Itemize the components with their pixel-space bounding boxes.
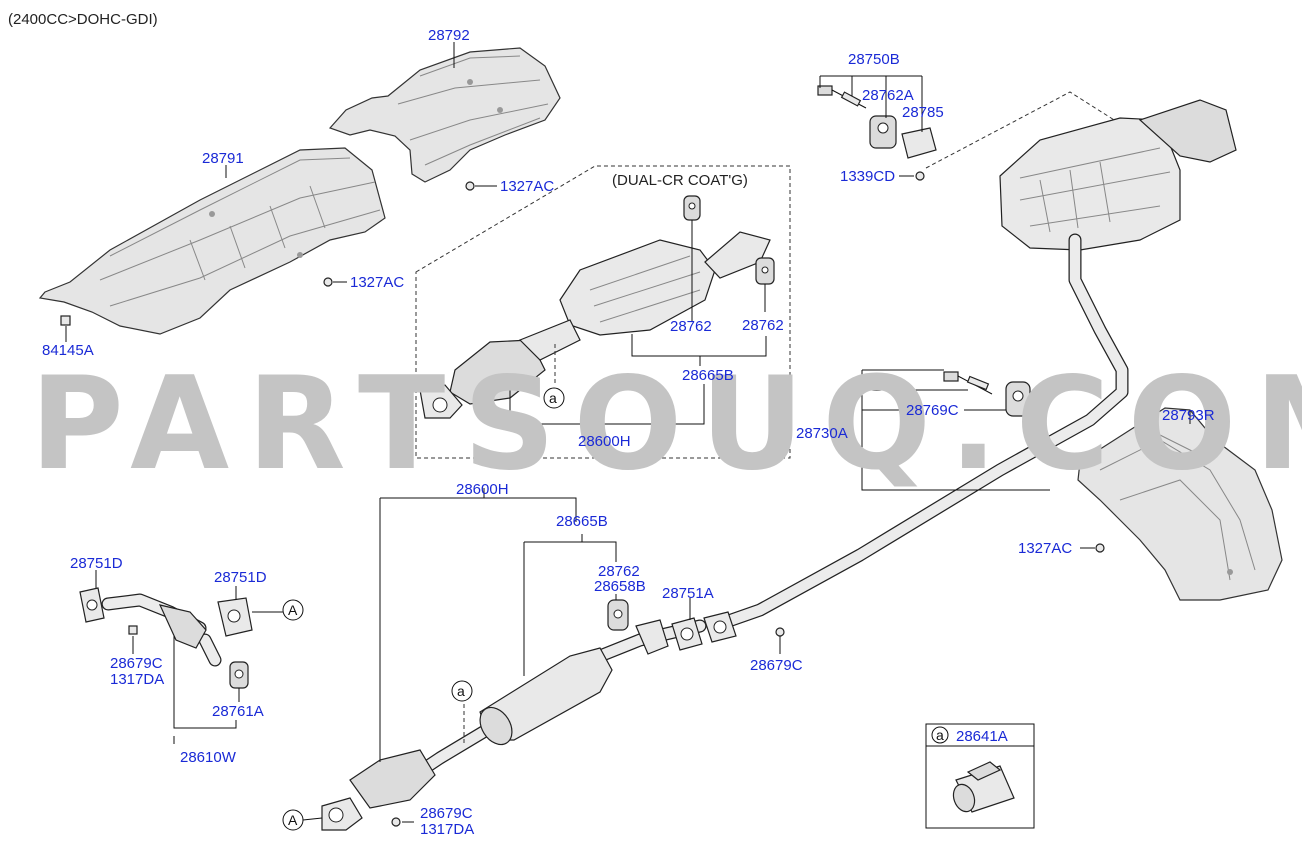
nut-1339CD	[915, 171, 925, 181]
label-28751D-right[interactable]: 28751D	[214, 569, 267, 586]
watermark: PARTSOUQ.COM	[30, 350, 1302, 499]
label-28762-box2[interactable]: 28762	[742, 317, 784, 334]
inset-ref-text: a	[936, 727, 944, 743]
label-28679C-left[interactable]: 28679C	[110, 655, 163, 672]
nut-1327AC-b	[323, 277, 333, 287]
box-caption: (DUAL-CR COAT'G)	[612, 172, 748, 189]
label-28793R[interactable]: 28793R	[1162, 407, 1215, 424]
hanger-set-28730A	[943, 371, 1031, 417]
label-28751D-left[interactable]: 28751D	[70, 555, 123, 572]
label-28761A[interactable]: 28761A	[212, 703, 264, 720]
ref-circle-A-left	[282, 599, 304, 621]
hanger-rubber-28762A	[869, 115, 897, 149]
label-28762-box1[interactable]: 28762	[670, 318, 712, 335]
label-1327AC-2[interactable]: 1327AC	[350, 274, 404, 291]
nut-84145A	[60, 315, 71, 326]
label-28665B[interactable]: 28665B	[556, 513, 608, 530]
gasket-28751A	[671, 617, 703, 651]
label-1339CD[interactable]: 1339CD	[840, 168, 895, 185]
label-1317DA-left[interactable]: 1317DA	[110, 671, 164, 688]
label-28658B[interactable]: 28658B	[594, 578, 646, 595]
nut-1327AC-c	[1095, 543, 1105, 553]
label-84145A[interactable]: 84145A	[42, 342, 94, 359]
ref-circle-A-lower-text: A	[288, 812, 298, 828]
label-28769C[interactable]: 28769C	[906, 402, 959, 419]
label-28610W[interactable]: 28610W	[180, 749, 237, 766]
label-28679C-bottom[interactable]: 28679C	[420, 805, 473, 822]
label-1327AC-1[interactable]: 1327AC	[500, 178, 554, 195]
hanger-rubber-28761A	[229, 661, 249, 689]
hanger-rubber-28762	[607, 599, 629, 631]
front-pipe-28610W	[101, 593, 222, 667]
label-28600H-box[interactable]: 28600H	[578, 433, 631, 450]
dual-cr-box	[415, 165, 791, 459]
label-1317DA-bottom[interactable]: 1317DA	[420, 821, 474, 838]
engine-header: (2400CC>DOHC-GDI)	[8, 11, 158, 28]
gasket-28751D-left	[79, 587, 105, 623]
label-28600H[interactable]: 28600H	[456, 481, 509, 498]
heat-shield-28791	[38, 147, 386, 335]
label-28791[interactable]: 28791	[202, 150, 244, 167]
label-28750B[interactable]: 28750B	[848, 51, 900, 68]
label-1327AC-3[interactable]: 1327AC	[1018, 540, 1072, 557]
ref-circle-a-lower-text: a	[457, 683, 465, 699]
catalytic-converter-boxed	[419, 231, 771, 419]
bracket-28785	[901, 127, 937, 159]
ref-circle-a-lower	[451, 680, 473, 702]
label-28751A[interactable]: 28751A	[662, 585, 714, 602]
label-28679C-right[interactable]: 28679C	[750, 657, 803, 674]
hanger-rubber-boxed-2	[755, 257, 775, 285]
heat-shield-28793R	[1077, 407, 1283, 601]
nut-28679C-b	[391, 817, 401, 827]
label-28730A[interactable]: 28730A	[796, 425, 848, 442]
nut-28679C-r	[775, 627, 785, 637]
nut-28679C-l	[128, 625, 138, 635]
main-muffler	[999, 99, 1237, 251]
label-28665B-box[interactable]: 28665B	[682, 367, 734, 384]
heat-shield-28792	[328, 47, 561, 183]
nut-1327AC-a	[465, 181, 475, 191]
label-28641A[interactable]: 28641A	[956, 728, 1008, 745]
gasket-28751D-right	[217, 597, 253, 637]
ref-circle-A-left-text: A	[288, 602, 298, 618]
inset-28641A: a 28641A	[925, 723, 1035, 829]
label-28792[interactable]: 28792	[428, 27, 470, 44]
center-muffler-assembly	[321, 619, 707, 831]
hanger-bolt-28750B	[817, 85, 867, 109]
label-28762A[interactable]: 28762A	[862, 87, 914, 104]
label-28762[interactable]: 28762	[598, 563, 640, 580]
ref-circle-a-upper	[543, 387, 565, 409]
label-28785[interactable]: 28785	[902, 104, 944, 121]
flange-tail-pipe	[703, 611, 737, 643]
ref-circle-a-upper-text: a	[549, 390, 557, 406]
hanger-rubber-boxed-1	[683, 195, 701, 221]
